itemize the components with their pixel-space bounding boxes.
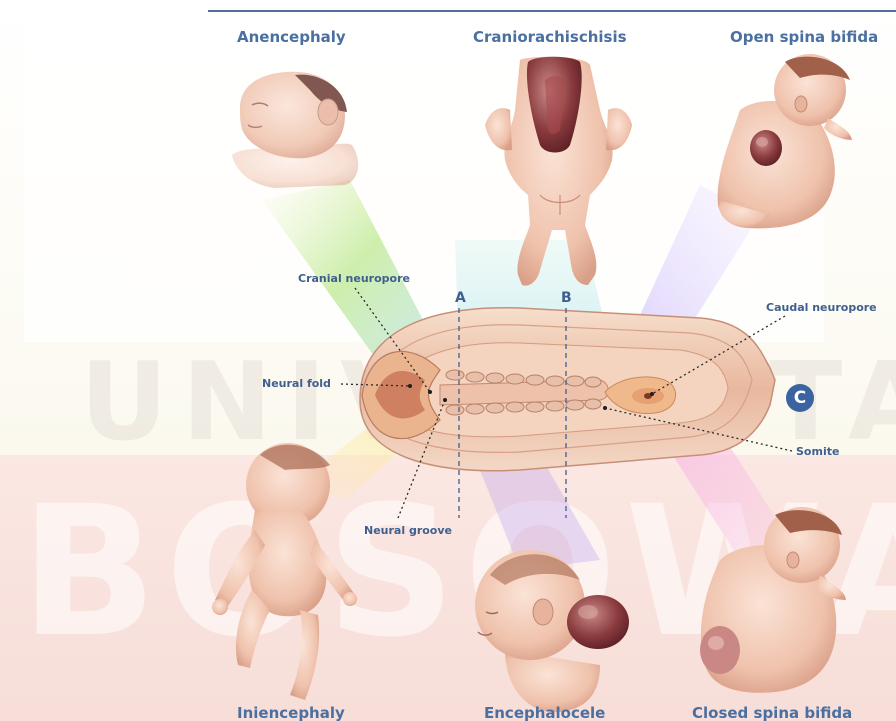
- label-neural-groove: Neural groove: [364, 524, 452, 537]
- title-anencephaly: Anencephaly: [237, 28, 346, 46]
- title-iniencephaly: Iniencephaly: [237, 704, 345, 721]
- section-label-a: A: [455, 290, 466, 306]
- anencephaly-infant-illustration: [232, 72, 358, 188]
- title-craniorachischisis: Craniorachischisis: [473, 28, 627, 46]
- title-open-spina-bifida: Open spina bifida: [730, 28, 878, 46]
- label-cranial-neuropore: Cranial neuropore: [298, 272, 410, 285]
- panel-badge: C: [786, 384, 814, 412]
- label-somite: Somite: [796, 445, 839, 458]
- open-spina-bifida-infant-illustration: [718, 54, 852, 228]
- title-closed-spina-bifida: Closed spina bifida: [692, 704, 852, 721]
- embryo-illustration: [360, 308, 775, 471]
- title-encephalocele: Encephalocele: [484, 704, 605, 721]
- label-neural-fold: Neural fold: [262, 377, 331, 390]
- label-caudal-neuropore: Caudal neuropore: [766, 301, 877, 314]
- closed-spina-bifida-infant-illustration: [700, 507, 846, 693]
- encephalocele-infant-illustration: [475, 550, 629, 712]
- section-label-b: B: [561, 290, 572, 306]
